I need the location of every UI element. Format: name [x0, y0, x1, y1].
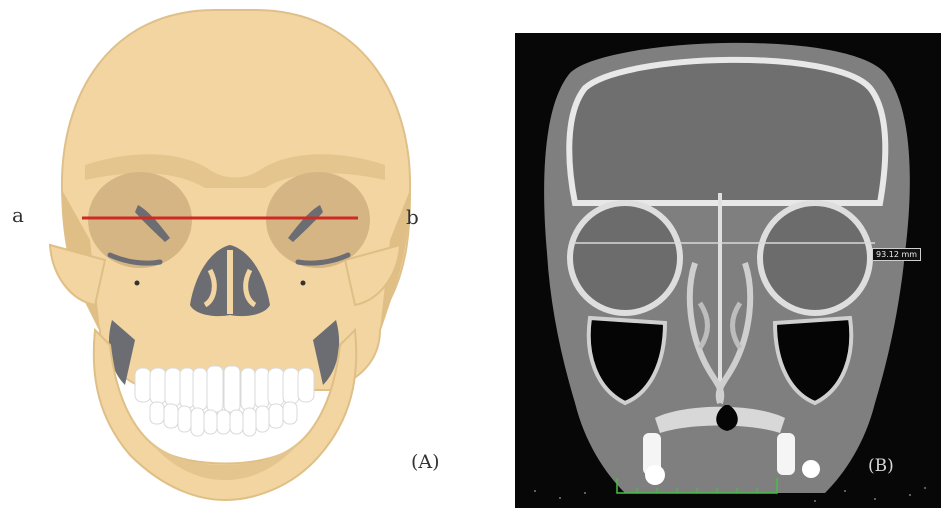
skull-illustration: [0, 0, 480, 508]
ct-coronal-image: [515, 33, 941, 508]
ct-scan-panel: 93.12 mm (B): [515, 33, 941, 508]
measurement-label: 93.12 mm: [872, 248, 921, 261]
panel-b-label: (B): [868, 456, 894, 476]
label-b: b: [406, 205, 419, 229]
panel-a-label: (A): [411, 451, 440, 473]
label-a: a: [12, 203, 24, 227]
skull-illustration-panel: a b (A): [0, 0, 480, 508]
